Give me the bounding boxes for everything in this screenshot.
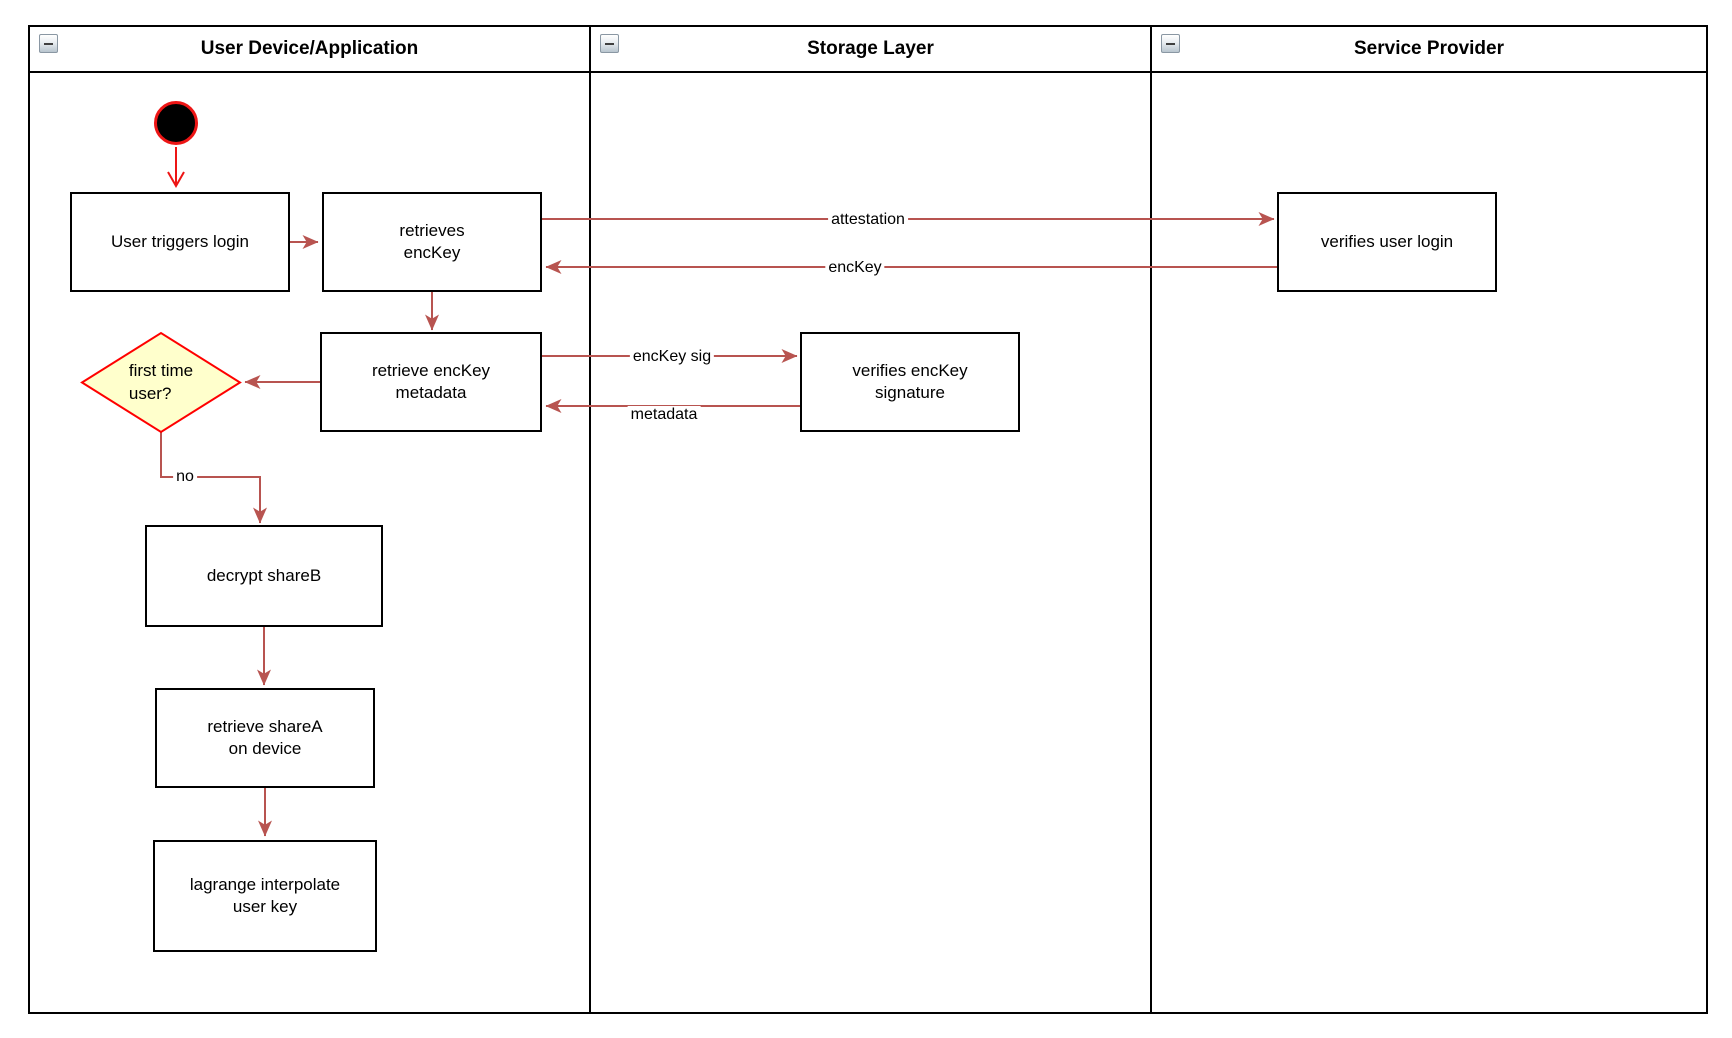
node-label: retrieve encKey metadata	[371, 360, 491, 402]
lane-header-user-device[interactable]: User Device/Application	[30, 27, 589, 71]
edge-label-enckey[interactable]: encKey	[825, 259, 885, 277]
node-label: retrieves encKey	[399, 220, 465, 262]
initial-node[interactable]	[154, 101, 198, 145]
node-label: User triggers login	[111, 231, 249, 251]
node-label: retrieve shareA on device	[207, 716, 323, 758]
activity-retrieve-sharea-on-device[interactable]: retrieve shareA on device	[155, 688, 375, 788]
node-label: lagrange interpolate user key	[189, 874, 341, 916]
minus-glyph	[1166, 42, 1175, 45]
activity-verifies-enckey-signature[interactable]: verifies encKey signature	[800, 332, 1020, 432]
edge-label-attestation[interactable]: attestation	[828, 211, 908, 229]
lane-divider-1	[589, 25, 591, 1014]
lane-title-storage-layer: Storage Layer	[807, 38, 934, 59]
edge-label-no[interactable]: no	[173, 468, 197, 486]
lane-header-service-provider[interactable]: Service Provider	[1152, 27, 1706, 71]
decision-diamond-shape	[80, 331, 242, 434]
node-label: verifies user login	[1320, 231, 1454, 251]
collapse-minus-icon[interactable]	[39, 34, 58, 53]
activity-user-triggers-login[interactable]: User triggers login	[70, 192, 290, 292]
lane-header-storage-layer[interactable]: Storage Layer	[591, 27, 1150, 71]
lane-header-separator	[28, 71, 1708, 73]
collapse-minus-icon[interactable]	[1161, 34, 1180, 53]
minus-glyph	[44, 42, 53, 45]
decision-first-time-user[interactable]: first time user?	[80, 331, 242, 434]
activity-lagrange-interpolate-user-key[interactable]: lagrange interpolate user key	[153, 840, 377, 952]
activity-verifies-user-login[interactable]: verifies user login	[1277, 192, 1497, 292]
activity-decrypt-shareb[interactable]: decrypt shareB	[145, 525, 383, 627]
lane-title-user-device: User Device/Application	[200, 38, 419, 59]
lane-divider-2	[1150, 25, 1152, 1014]
node-label: decrypt shareB	[206, 565, 322, 585]
edge-label-metadata[interactable]: metadata	[627, 406, 701, 424]
edge-label-enckey-sig[interactable]: encKey sig	[629, 348, 715, 366]
activity-retrieves-enckey[interactable]: retrieves encKey	[322, 192, 542, 292]
lane-title-service-provider: Service Provider	[1354, 38, 1504, 59]
minus-glyph	[605, 42, 614, 45]
collapse-minus-icon[interactable]	[600, 34, 619, 53]
activity-retrieve-enckey-metadata[interactable]: retrieve encKey metadata	[320, 332, 542, 432]
node-label: verifies encKey signature	[852, 360, 968, 402]
node-label: first time user?	[128, 361, 194, 403]
